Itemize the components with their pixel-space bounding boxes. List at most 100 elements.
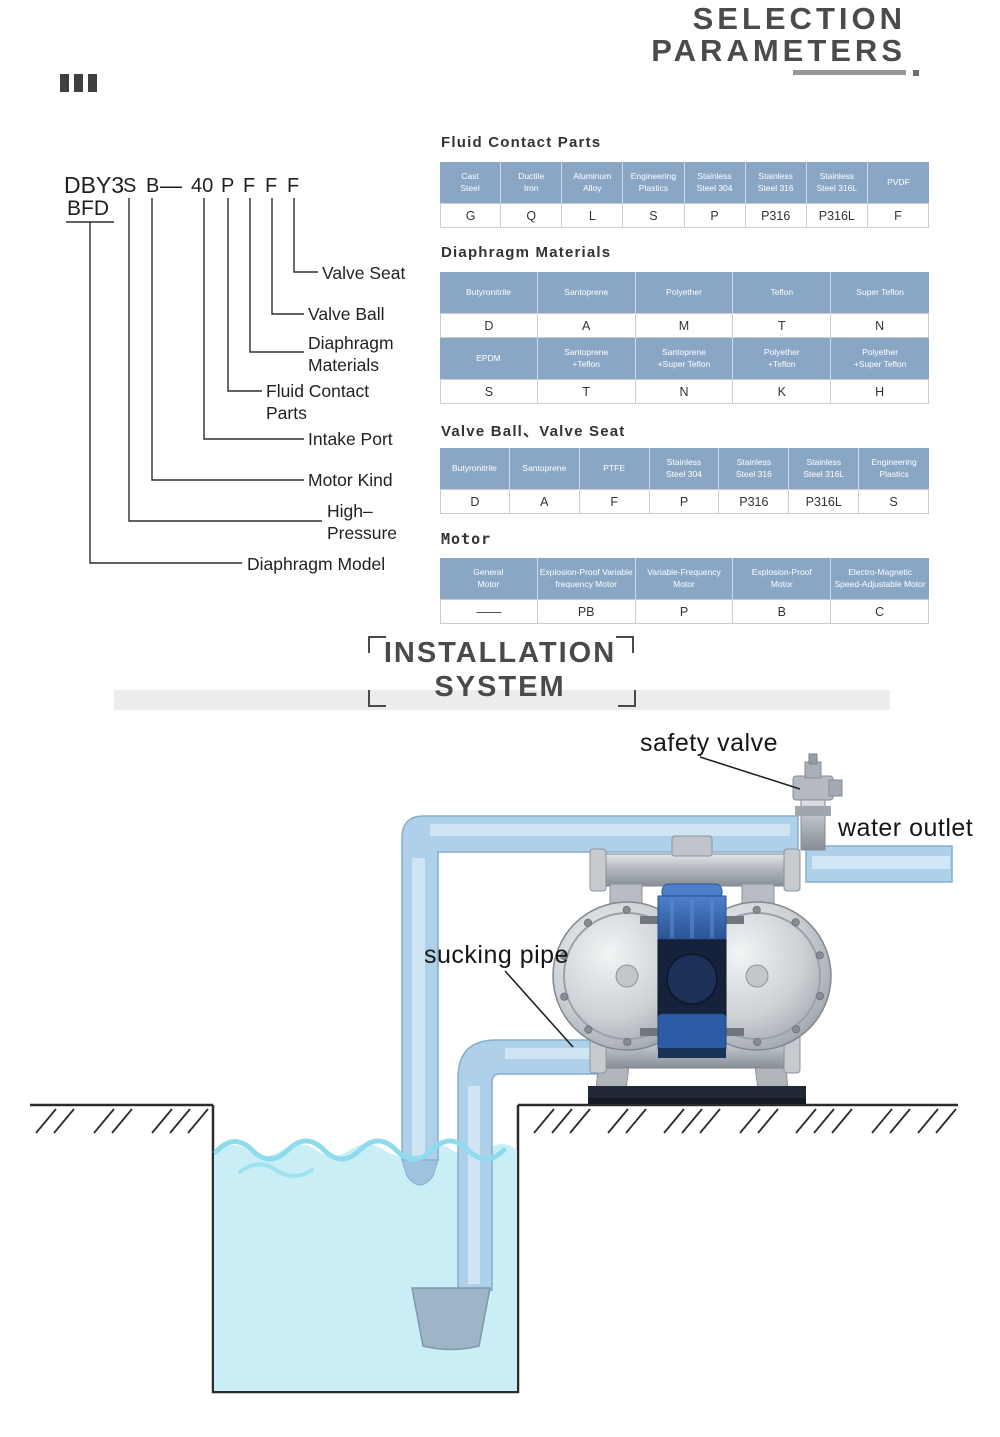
page-title: SELECTION PARAMETERS	[651, 3, 906, 67]
column-header: PTFE	[579, 448, 650, 489]
page-title-line2: PARAMETERS	[651, 33, 906, 68]
code-value: H	[831, 379, 929, 404]
column-header: PVDF	[867, 162, 929, 203]
left-chamber	[552, 901, 702, 1051]
installation-title-line2: SYSTEM	[434, 671, 566, 703]
code-value: L	[562, 203, 624, 228]
code-value: T	[733, 313, 832, 338]
column-header: General Motor	[440, 558, 538, 599]
code-value: D	[440, 313, 538, 338]
label-valve-ball: Valve Ball	[308, 304, 385, 324]
label-fluid-contact-parts: Fluid Contact Parts	[266, 381, 370, 424]
column-header: Butyronitrile	[440, 448, 510, 489]
column-header: Stainless Steel 316L	[806, 162, 868, 203]
decor-bars	[60, 74, 97, 92]
table-title: Motor	[441, 530, 492, 548]
pump-bolts	[560, 905, 825, 1047]
column-header: Stainless Steel 304	[684, 162, 746, 203]
code-value: P	[635, 599, 734, 624]
code-value: F	[867, 203, 929, 228]
safety-valve-graphic	[792, 753, 843, 851]
code-segment-valve-seat: F	[287, 175, 300, 197]
column-header: Teflon	[733, 272, 832, 313]
title-dot	[913, 70, 919, 76]
label-safety-valve: safety valve	[640, 729, 779, 757]
column-header: Cast Steel	[440, 162, 502, 203]
column-header: Engineering Plastics	[859, 448, 929, 489]
sucking-pipe-graphic	[411, 1039, 613, 1351]
pump-graphic	[552, 835, 832, 1104]
bracket-top-left	[368, 636, 386, 653]
code-segment-motor-kind: B	[146, 175, 160, 197]
column-header: Polyether +Teflon	[733, 338, 832, 379]
bracket-bottom-left	[368, 690, 386, 707]
code-value: G	[440, 203, 502, 228]
table-title: Fluid Contact Parts	[441, 134, 602, 151]
column-header: Santoprene	[537, 272, 636, 313]
table-title: Valve Ball、Valve Seat	[441, 423, 626, 440]
code-value: P316L	[806, 203, 868, 228]
code-segment-high-pressure: S	[123, 175, 137, 197]
column-header: EPDM	[440, 338, 538, 379]
top-manifold	[597, 853, 793, 887]
water	[214, 1144, 517, 1391]
column-header: Aluminum Alloy	[562, 162, 624, 203]
column-header: Stainless Steel 316L	[789, 448, 860, 489]
column-header: Super Teflon	[831, 272, 929, 313]
code-segment-sub-model: BFD	[67, 197, 109, 220]
code-value: S	[859, 489, 929, 514]
water-outlet-pipe	[805, 845, 953, 883]
code-segment-valve-ball: F	[265, 175, 278, 197]
column-header: Stainless Steel 304	[649, 448, 720, 489]
pump-center-body	[657, 883, 727, 1058]
column-header: Polyether	[635, 272, 734, 313]
code-value: F	[579, 489, 650, 514]
code-value: B	[733, 599, 832, 624]
code-value: P	[649, 489, 720, 514]
code-value: T	[537, 379, 636, 404]
pipe-nozzle	[401, 1159, 439, 1186]
column-header: Stainless Steel 316	[745, 162, 807, 203]
code-value: C	[831, 599, 929, 624]
code-value: S	[440, 379, 538, 404]
code-value: P316L	[789, 489, 860, 514]
code-value: S	[623, 203, 685, 228]
label-high-pressure: High– Pressure	[327, 501, 398, 544]
strainer	[411, 1287, 491, 1351]
code-value: N	[831, 313, 929, 338]
code-value: N	[635, 379, 734, 404]
label-motor-kind: Motor Kind	[308, 470, 393, 490]
ground-hatching	[35, 1108, 957, 1134]
code-value: P316	[719, 489, 790, 514]
column-header: Santoprene +Teflon	[537, 338, 636, 379]
code-value: K	[733, 379, 832, 404]
column-header: Explosion-Proof Variable frequency Motor	[537, 558, 636, 599]
column-header: Variable-Frequency Motor	[635, 558, 734, 599]
label-pointers	[504, 756, 801, 1048]
code-value: Q	[501, 203, 563, 228]
pump-base	[588, 1086, 806, 1102]
column-header: Butyronitrile	[440, 272, 538, 313]
code-segment-diaphragm: F	[243, 175, 256, 197]
bracket-bottom-right	[618, 690, 636, 707]
code-segment-model: DBY3	[64, 172, 125, 198]
code-value: ——	[440, 599, 538, 624]
code-value: PB	[537, 599, 636, 624]
code-value: P316	[745, 203, 807, 228]
page-title-line1: SELECTION	[692, 1, 906, 36]
code-value: A	[509, 489, 580, 514]
installation-title-line1: INSTALLATION	[383, 637, 617, 669]
